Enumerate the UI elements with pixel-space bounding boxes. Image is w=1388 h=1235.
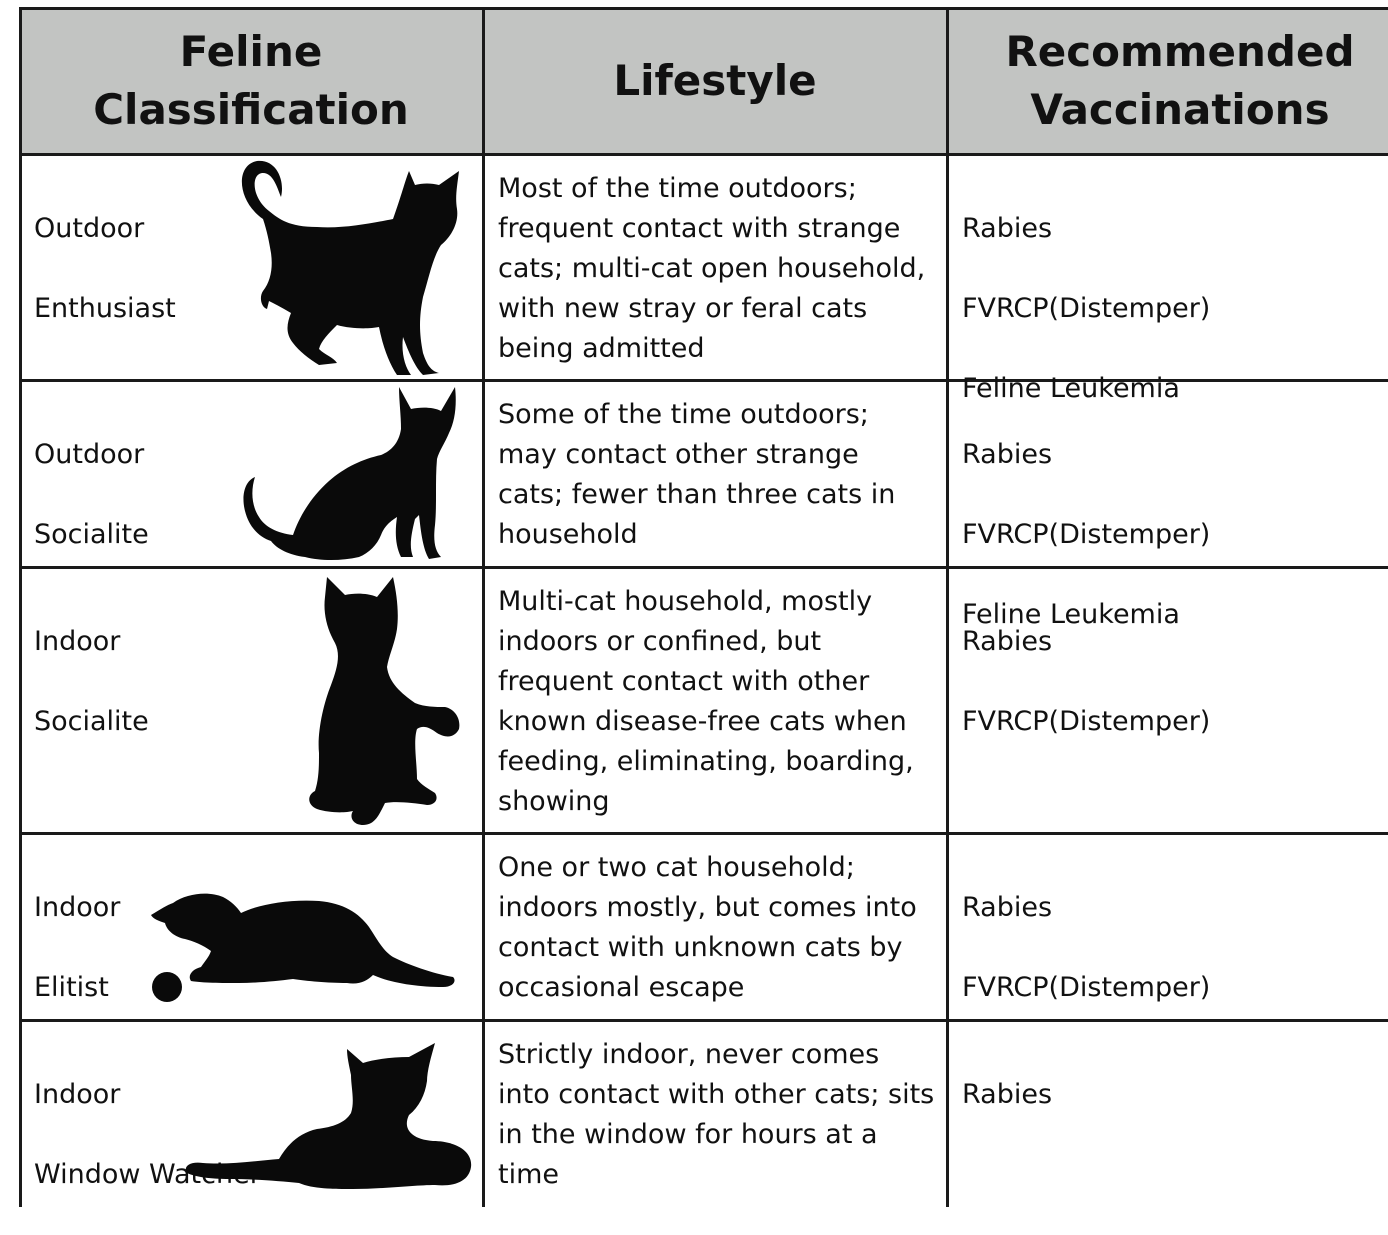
header-classification: Feline Classification <box>19 7 483 155</box>
vaccination-item: FVRCP(Distemper) <box>962 293 1211 324</box>
table-header <box>19 7 1388 155</box>
row-4-lifestyle: One or two cat household; indoors mostly… <box>498 852 917 1003</box>
vaccination-item: FVRCP(Distemper) <box>962 706 1211 737</box>
divider <box>946 7 949 1207</box>
divider <box>19 153 1388 156</box>
row-1-lifestyle: Most of the time outdoors; frequent cont… <box>498 173 926 364</box>
vaccination-item: Rabies <box>962 626 1053 657</box>
vaccination-item: Rabies <box>962 1079 1053 1110</box>
divider <box>19 832 1388 835</box>
row-4-vaccinations: Rabies FVRCP(Distemper) <box>962 848 1210 1048</box>
standing-cat-tail-up-icon <box>233 157 465 379</box>
classification-line: Enthusiast <box>34 293 176 324</box>
vaccination-item: FVRCP(Distemper) <box>962 519 1211 550</box>
classification-line: Socialite <box>34 519 149 550</box>
vaccination-item: Feline Leukemia <box>962 373 1180 404</box>
vaccination-item: Rabies <box>962 439 1053 470</box>
row-4-classification: Indoor Elitist <box>34 848 120 1048</box>
divider <box>482 7 485 1207</box>
header-lifestyle: Lifestyle <box>483 7 947 155</box>
divider <box>19 7 22 1207</box>
header-vaccinations: Recommended Vaccinations <box>947 7 1388 155</box>
row-3-lifestyle: Multi-cat household, mostly indoors or c… <box>498 586 914 817</box>
classification-line: Outdoor <box>34 439 145 470</box>
vaccination-table: Feline Classification Lifestyle Recommen… <box>19 7 1388 1207</box>
classification-line: Socialite <box>34 706 149 737</box>
row-2-vaccinations: Rabies FVRCP(Distemper) Feline Leukemia <box>962 395 1210 675</box>
divider <box>19 1019 1388 1022</box>
classification-line: Indoor <box>34 892 121 923</box>
header-vaccinations-line-2: Vaccinations <box>1030 85 1330 134</box>
lying-cat-icon <box>183 1041 473 1191</box>
sitting-cat-paw-raised-icon <box>305 573 461 827</box>
vaccination-item: FVRCP(Distemper) <box>962 972 1211 1003</box>
vaccination-item: Rabies <box>962 213 1053 244</box>
divider <box>19 7 1388 10</box>
header-lifestyle-label: Lifestyle <box>613 56 817 105</box>
classification-line: Indoor <box>34 626 121 657</box>
row-3-vaccinations: Rabies FVRCP(Distemper) <box>962 582 1210 782</box>
vaccination-item: Feline Leukemia <box>962 599 1180 630</box>
header-classification-line-1: Feline <box>179 27 323 76</box>
row-3-classification: Indoor Socialite <box>34 582 149 782</box>
row-2-classification: Outdoor Socialite <box>34 395 149 595</box>
divider <box>19 566 1388 569</box>
crouching-cat-with-ball-icon <box>147 891 457 1003</box>
row-5-vaccinations: Rabies <box>962 1035 1052 1155</box>
header-vaccinations-line-1: Recommended <box>1005 27 1355 76</box>
classification-line: Indoor <box>34 1079 121 1110</box>
row-2-lifestyle: Some of the time outdoors; may contact o… <box>498 399 896 550</box>
vaccination-item: Rabies <box>962 892 1053 923</box>
sitting-cat-side-icon <box>241 385 463 563</box>
header-classification-line-2: Classification <box>93 85 409 134</box>
classification-line: Outdoor <box>34 213 145 244</box>
row-1-classification: Outdoor Enthusiast <box>34 169 176 369</box>
divider <box>19 379 1388 382</box>
classification-line: Elitist <box>34 972 109 1003</box>
row-1-vaccinations: Rabies FVRCP(Distemper) Feline Leukemia <box>962 169 1210 449</box>
row-5-lifestyle: Strictly indoor, never comes into contac… <box>498 1039 935 1190</box>
